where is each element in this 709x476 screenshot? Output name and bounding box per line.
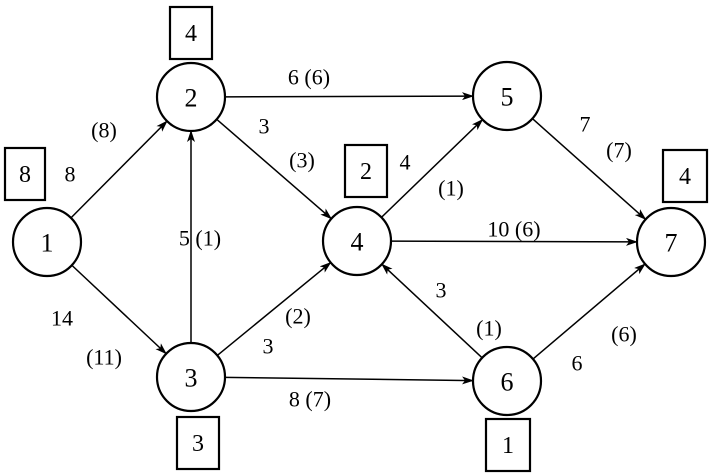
edge-label-1-2: (8) <box>91 118 117 143</box>
edge-label-5-7: (7) <box>606 138 632 163</box>
edge-label-6-4: 3 <box>436 278 447 303</box>
edge-6-7 <box>532 263 646 360</box>
edge-label-3-4: (2) <box>285 304 311 329</box>
node-value-rect-2 <box>168 5 214 61</box>
node-circle-4 <box>321 205 393 277</box>
edge-label-1-3: (11) <box>86 345 122 370</box>
edge-4-5 <box>380 118 484 218</box>
node-6: 6 <box>471 345 543 417</box>
edge-3-4 <box>216 261 332 357</box>
node-value-rect-4 <box>343 143 389 199</box>
node-1: 1 <box>11 206 83 278</box>
node-label-3: 3 <box>185 364 198 393</box>
node-value-box-1: 8 <box>3 146 47 202</box>
edge-labels-layer: 8 (8) 14 (11) 5 (1) 6 (6) 3 (3) (2) 3 8 (7) 4 (1) 10 … <box>51 65 637 412</box>
node-value-box-4: 2 <box>343 143 389 199</box>
node-value-rect-6 <box>484 417 532 473</box>
node-label-7: 7 <box>665 229 678 258</box>
node-7: 7 <box>635 206 707 278</box>
nodes-layer: 1 2 3 4 5 6 7 <box>11 60 707 417</box>
node-value-3: 3 <box>192 431 204 457</box>
edge-2-4 <box>216 118 333 220</box>
edge-label-4-5: (1) <box>438 176 464 201</box>
node-circle-7 <box>635 206 707 278</box>
edge-1-3 <box>71 264 167 355</box>
node-label-6: 6 <box>501 368 514 397</box>
node-value-1: 8 <box>19 162 31 188</box>
edge-label-3-2: 5 (1) <box>179 226 221 251</box>
node-value-box-2: 4 <box>168 5 214 61</box>
node-label-4: 4 <box>351 228 364 257</box>
edge-1-2 <box>70 120 168 219</box>
edge-label-1-3: 14 <box>51 306 73 331</box>
edge-label-5-7: 7 <box>580 112 591 137</box>
node-value-rect-1 <box>3 146 47 202</box>
edge-label-2-5: 6 (6) <box>288 65 330 90</box>
edge-4-7 <box>390 237 639 246</box>
node-value-rect-7 <box>661 148 709 204</box>
edge-label-2-4: (3) <box>289 148 315 173</box>
edge-label-3-6: 8 (7) <box>289 387 331 412</box>
node-3: 3 <box>155 341 227 413</box>
node-value-box-6: 1 <box>484 417 532 473</box>
node-5: 5 <box>471 60 543 132</box>
node-circle-2 <box>155 61 227 133</box>
node-value-box-3: 3 <box>175 415 221 471</box>
node-value-4: 2 <box>360 159 372 185</box>
edge-label-4-5: 4 <box>400 150 411 175</box>
node-circle-1 <box>11 206 83 278</box>
node-label-5: 5 <box>501 83 514 112</box>
node-label-1: 1 <box>41 229 54 258</box>
edge-label-4-7: 10 (6) <box>487 217 540 242</box>
edge-label-6-7: (6) <box>611 322 637 347</box>
edge-2-5 <box>224 92 475 101</box>
node-value-rect-3 <box>175 415 221 471</box>
node-circle-5 <box>471 60 543 132</box>
edge-6-4 <box>381 263 483 359</box>
node-circle-6 <box>471 345 543 417</box>
edge-label-6-7: 6 <box>572 351 583 376</box>
edge-label-2-4: 3 <box>259 114 270 139</box>
edge-3-6 <box>224 376 475 385</box>
node-2: 2 <box>155 61 227 133</box>
node-value-2: 4 <box>185 21 197 47</box>
node-4: 4 <box>321 205 393 277</box>
node-value-box-7: 4 <box>661 148 709 204</box>
node-circle-3 <box>155 341 227 413</box>
node-label-2: 2 <box>185 84 198 113</box>
edge-label-6-4: (1) <box>476 316 502 341</box>
node-value-6: 1 <box>502 433 514 459</box>
edge-label-1-2: 8 <box>65 162 76 187</box>
edges-layer <box>70 92 647 385</box>
edge-5-7 <box>531 118 647 221</box>
edge-label-3-4: 3 <box>263 334 274 359</box>
node-value-7: 4 <box>679 164 691 190</box>
